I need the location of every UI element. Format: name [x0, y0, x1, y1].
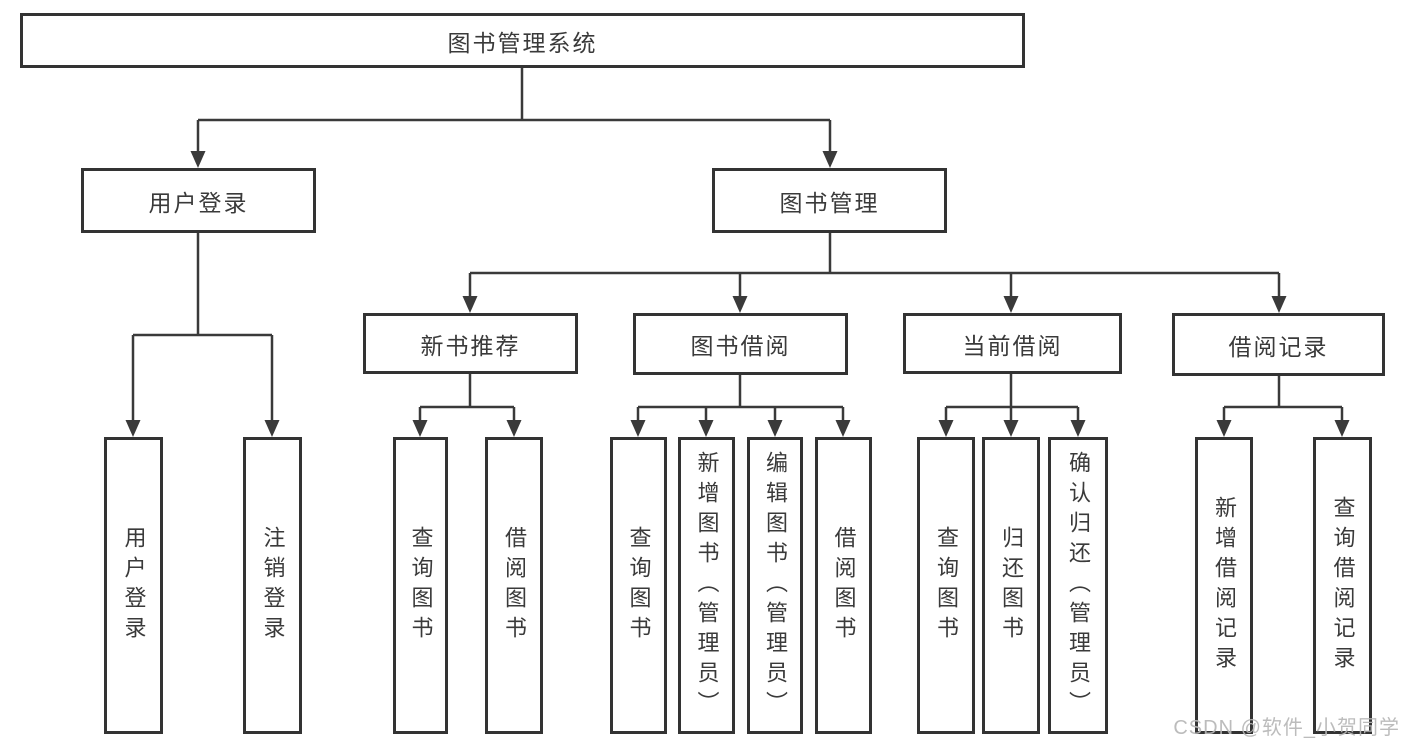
node-root-system: 图书管理系统	[20, 13, 1025, 68]
node-new-book-recommend: 新书推荐	[363, 313, 578, 374]
leaf-recommend-borrow-books: 借阅图书	[485, 437, 543, 734]
leaf-borrowing-add-books-admin: 新增图书（管理员）	[678, 437, 735, 734]
leaf-records-query-borrow-record: 查询借阅记录	[1313, 437, 1372, 734]
leaf-user-login: 用户登录	[104, 437, 163, 734]
leaf-logout-login: 注销登录	[243, 437, 302, 734]
leaf-borrowing-borrow-books: 借阅图书	[815, 437, 872, 734]
leaf-current-confirm-return-admin: 确认归还（管理员）	[1048, 437, 1108, 734]
leaf-borrowing-query-books: 查询图书	[610, 437, 667, 734]
leaf-recommend-query-books: 查询图书	[393, 437, 448, 734]
node-book-borrowing: 图书借阅	[633, 313, 848, 375]
leaf-current-return-books: 归还图书	[982, 437, 1040, 734]
leaf-borrowing-edit-books-admin: 编辑图书（管理员）	[747, 437, 803, 734]
leaf-records-add-borrow-record: 新增借阅记录	[1195, 437, 1253, 734]
node-borrow-records: 借阅记录	[1172, 313, 1385, 376]
csdn-watermark: CSDN @软件_小贺同学	[1173, 717, 1400, 739]
node-book-management-branch: 图书管理	[712, 168, 947, 233]
node-current-borrowing: 当前借阅	[903, 313, 1122, 374]
node-user-login-branch: 用户登录	[81, 168, 316, 233]
leaf-current-query-books: 查询图书	[917, 437, 975, 734]
